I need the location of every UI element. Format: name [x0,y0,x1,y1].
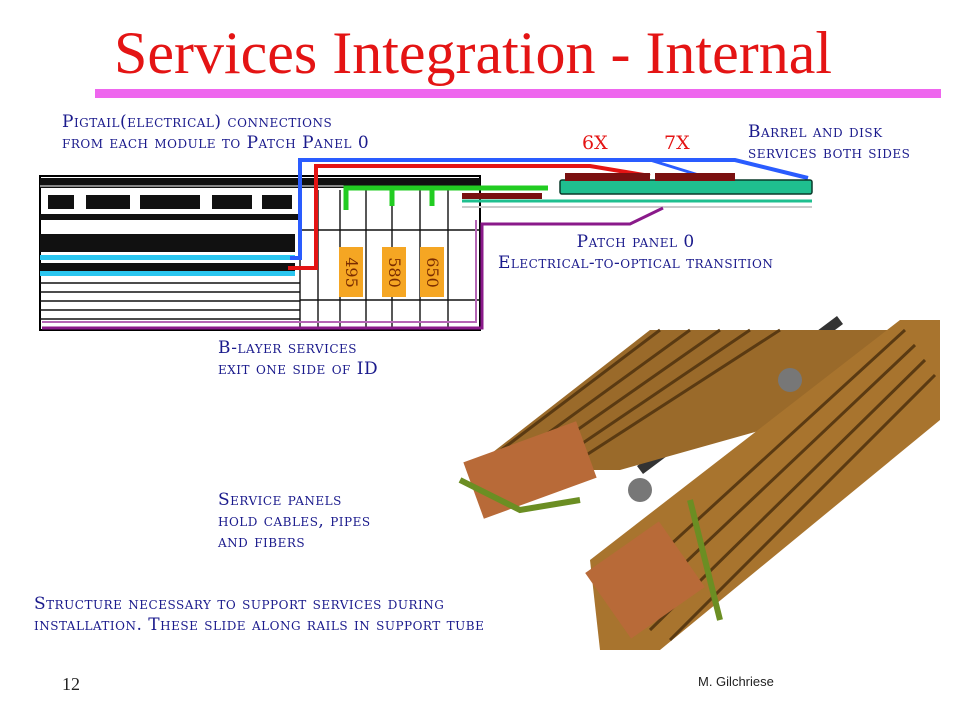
patch-panel-label: Patch panel 0 Electrical-to-optical tran… [498,232,774,273]
pigtail-label: Pigtail(electrical) connections from eac… [62,112,370,153]
dimension-495: 495 [339,247,363,297]
page-title: Services Integration - Internal [113,20,833,86]
blayer-label: B-layer services exit one side of ID [218,338,379,379]
blue-service-line [290,158,809,260]
structure-label: Structure necessary to support services … [34,594,485,635]
dimension-580: 580 [382,247,406,297]
detector-cross-section [39,175,481,331]
patch-panel-bar [559,179,813,195]
title-rule [95,89,941,98]
service-panels-label: Service panels hold cables, pipes and fi… [218,490,371,552]
barrel-label: Barrel and disk services both sides [748,122,911,163]
dimension-650: 650 [420,247,444,297]
red-service-line [288,164,651,270]
multiplier-7x: 7X [664,132,690,154]
service-panels-image [458,316,940,660]
author-credit: M. Gilchriese [698,674,774,689]
green-service-line [343,185,548,210]
page-number: 12 [62,674,80,694]
multiplier-6x: 6X [582,132,608,154]
purple-service-line [42,206,664,330]
